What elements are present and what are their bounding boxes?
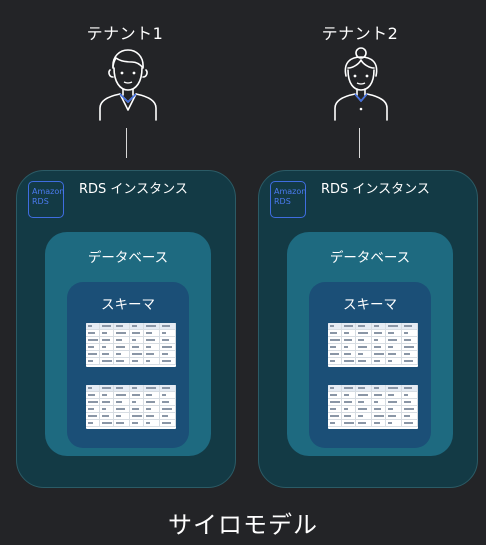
amazon-rds-icon: Amazon RDS	[270, 181, 306, 218]
rds-instance-label: RDS インスタンス	[321, 182, 430, 197]
database-label: データベース	[87, 250, 169, 266]
table-thumbnail-icon	[328, 385, 418, 429]
rds-badge-line2: RDS	[274, 197, 291, 206]
database-1: データベース スキーマ	[45, 232, 211, 456]
tenant-2-label: テナント2	[321, 24, 399, 43]
rds-badge-line2: RDS	[32, 197, 49, 206]
rds-instance-2: Amazon RDS RDS インスタンス データベース スキーマ	[258, 170, 478, 488]
rds-badge-line1: Amazon	[274, 187, 307, 196]
tenant-1-label: テナント1	[86, 24, 164, 43]
table-thumbnail-icon	[86, 323, 176, 367]
schema-label: スキーマ	[101, 297, 155, 313]
database-2: データベース スキーマ	[287, 232, 453, 456]
female-user-icon	[334, 47, 388, 121]
table-thumbnail-icon	[86, 385, 176, 429]
rds-instance-1: Amazon RDS RDS インスタンス データベース スキーマ	[16, 170, 236, 488]
tenant-1-connector	[126, 128, 127, 158]
diagram-footer-title: サイロモデル	[168, 511, 318, 539]
schema-label: スキーマ	[343, 297, 397, 313]
rds-badge-line1: Amazon	[32, 187, 65, 196]
male-user-icon	[99, 49, 157, 121]
database-label: データベース	[329, 250, 411, 266]
schema-2: スキーマ	[309, 282, 431, 448]
tenant-2-connector	[359, 128, 360, 158]
amazon-rds-icon: Amazon RDS	[28, 181, 64, 218]
table-thumbnail-icon	[328, 323, 418, 367]
schema-1: スキーマ	[67, 282, 189, 448]
rds-instance-label: RDS インスタンス	[79, 182, 188, 197]
